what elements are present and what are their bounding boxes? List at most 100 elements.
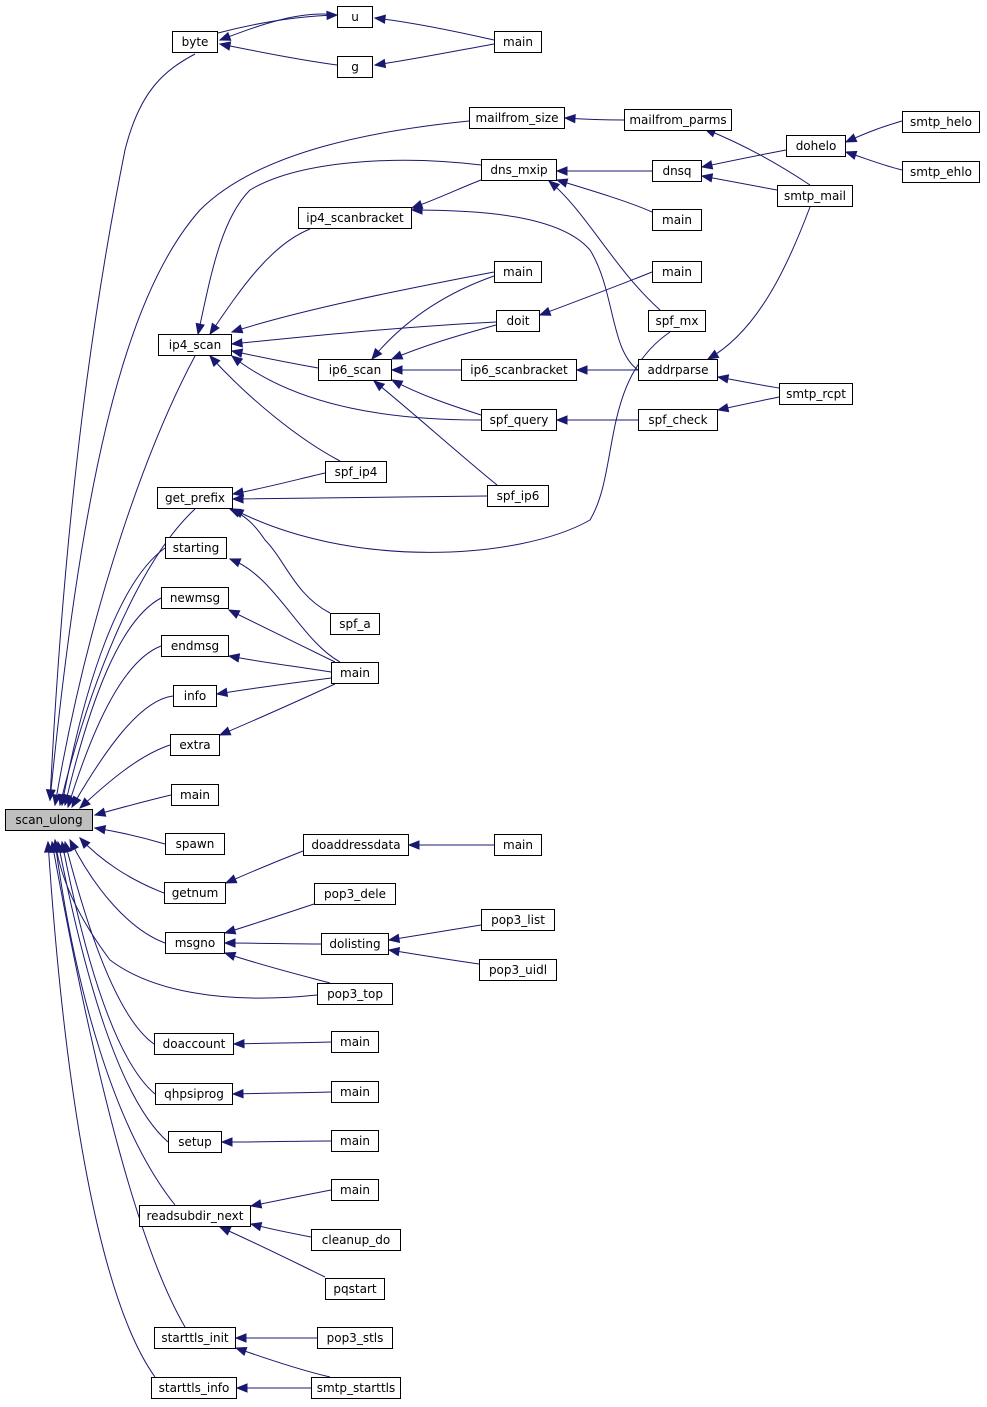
- node-doaddressdata[interactable]: doaddressdata: [303, 834, 409, 856]
- edge-line: [374, 17, 495, 41]
- edge-line: [231, 271, 495, 333]
- node-g[interactable]: g: [337, 56, 373, 78]
- node-getnum[interactable]: getnum: [164, 882, 226, 904]
- node-spf-check[interactable]: spf_check: [638, 409, 718, 431]
- edge-line: [371, 275, 495, 360]
- node-spawn[interactable]: spawn: [165, 833, 225, 855]
- node-info[interactable]: info: [173, 685, 217, 707]
- node-smtp-helo[interactable]: smtp_helo: [902, 111, 980, 133]
- node-ip4-scan[interactable]: ip4_scan: [158, 334, 232, 356]
- node-byte[interactable]: byte: [172, 31, 218, 53]
- node-pop3-uidl[interactable]: pop3_uidl: [479, 959, 557, 981]
- node-msgno[interactable]: msgno: [165, 932, 225, 954]
- edge-line: [54, 841, 176, 1206]
- arrowhead-icon: [218, 41, 232, 51]
- node-dnsq[interactable]: dnsq: [652, 160, 702, 182]
- edge-line: [71, 695, 174, 808]
- node-spf-query[interactable]: spf_query: [481, 409, 557, 431]
- edge-line: [388, 924, 482, 941]
- node-spf-ip6[interactable]: spf_ip6: [487, 485, 549, 507]
- node-mailfrom-size[interactable]: mailfrom_size: [469, 107, 565, 129]
- arrowhead-icon: [209, 355, 221, 367]
- arrowhead-icon: [555, 178, 569, 188]
- edge-n8-n7: [844, 120, 903, 143]
- edge-n14-n10: [555, 178, 653, 213]
- node-pop3-top[interactable]: pop3_top: [317, 983, 393, 1005]
- node-cleanup-do[interactable]: cleanup_do: [311, 1229, 401, 1251]
- edge-line: [228, 655, 332, 673]
- edge-line: [57, 841, 169, 1143]
- node-qhpsiprog[interactable]: qhpsiprog: [155, 1083, 233, 1105]
- edge-line: [64, 597, 162, 806]
- node-main[interactable]: main: [494, 31, 542, 53]
- arrowhead-icon: [555, 415, 568, 425]
- edge-line: [94, 827, 166, 845]
- node-pop3-stls[interactable]: pop3_stls: [317, 1327, 393, 1349]
- node-mailfrom-parms[interactable]: mailfrom_parms: [624, 109, 732, 131]
- node-endmsg[interactable]: endmsg: [161, 635, 229, 657]
- node-main[interactable]: main: [331, 1130, 379, 1152]
- edge-line: [54, 355, 196, 806]
- arrowhead-icon: [700, 173, 714, 183]
- node-smtp-rcpt[interactable]: smtp_rcpt: [779, 383, 853, 405]
- edge-n4-n2: [373, 14, 495, 41]
- edge-n33-n35: [218, 683, 336, 736]
- node-main[interactable]: main: [171, 784, 219, 806]
- node-smtp-mail[interactable]: smtp_mail: [777, 185, 853, 207]
- node-ip6-scan[interactable]: ip6_scan: [318, 359, 392, 381]
- node-pop3-dele[interactable]: pop3_dele: [314, 883, 396, 905]
- node-main[interactable]: main: [494, 261, 542, 283]
- arrowhead-icon: [93, 825, 107, 835]
- node-main[interactable]: main: [331, 1081, 379, 1103]
- node-ip4-scanbracket[interactable]: ip4_scanbracket: [298, 207, 412, 229]
- node-doit[interactable]: doit: [496, 310, 540, 332]
- node-extra[interactable]: extra: [170, 734, 220, 756]
- node-newmsg[interactable]: newmsg: [161, 587, 229, 609]
- edge-line: [216, 677, 332, 695]
- arrowhead-icon: [209, 322, 220, 336]
- arrowhead-icon: [249, 1199, 263, 1209]
- edge-n15-n20: [371, 275, 495, 361]
- edge-line: [224, 942, 322, 945]
- node-pop3-list[interactable]: pop3_list: [481, 909, 555, 931]
- arrowhead-icon: [235, 1383, 248, 1393]
- edge-line: [64, 841, 155, 1045]
- node-dolisting[interactable]: dolisting: [321, 933, 389, 955]
- node-u[interactable]: u: [337, 6, 373, 28]
- edge-n9-n7: [844, 150, 903, 171]
- node-addrparse[interactable]: addrparse: [638, 359, 718, 381]
- node-starttls-info[interactable]: starttls_info: [151, 1377, 237, 1399]
- node-doaccount[interactable]: doaccount: [154, 1033, 234, 1055]
- edge-n30-n27: [228, 508, 331, 614]
- node-starting[interactable]: starting: [165, 537, 227, 559]
- node-smtp-ehlo[interactable]: smtp_ehlo: [902, 161, 980, 183]
- arrowhead-icon: [230, 324, 244, 334]
- node-scan-ulong[interactable]: scan_ulong: [5, 809, 93, 831]
- node-dohelo[interactable]: dohelo: [786, 135, 846, 157]
- node-spf-a[interactable]: spf_a: [330, 613, 380, 635]
- node-pqstart[interactable]: pqstart: [325, 1278, 385, 1300]
- node-main[interactable]: main: [652, 261, 702, 283]
- node-main[interactable]: main: [494, 834, 542, 856]
- node-smtp-starttls[interactable]: smtp_starttls: [311, 1377, 401, 1399]
- arrowhead-icon: [79, 797, 91, 809]
- node-ip6-scanbracket[interactable]: ip6_scanbracket: [461, 359, 577, 381]
- edge-line: [54, 839, 318, 999]
- node-spf-ip4[interactable]: spf_ip4: [325, 461, 387, 483]
- edge-line: [94, 794, 172, 816]
- node-readsubdir-next[interactable]: readsubdir_next: [139, 1205, 251, 1227]
- arrowhead-icon: [716, 403, 730, 413]
- node-get-prefix[interactable]: get_prefix: [157, 487, 233, 509]
- node-setup[interactable]: setup: [168, 1131, 222, 1153]
- node-main[interactable]: main: [331, 662, 379, 684]
- edge-n51-n0: [55, 840, 169, 1143]
- node-dns-mxip[interactable]: dns_mxip: [481, 159, 557, 181]
- node-main[interactable]: main: [331, 1179, 379, 1201]
- node-main[interactable]: main: [331, 1031, 379, 1053]
- edge-line: [232, 1091, 332, 1095]
- edge-n42-n44: [387, 924, 482, 943]
- node-main[interactable]: main: [652, 209, 702, 231]
- node-spf-mx[interactable]: spf_mx: [648, 310, 706, 332]
- node-starttls-init[interactable]: starttls_init: [154, 1327, 236, 1349]
